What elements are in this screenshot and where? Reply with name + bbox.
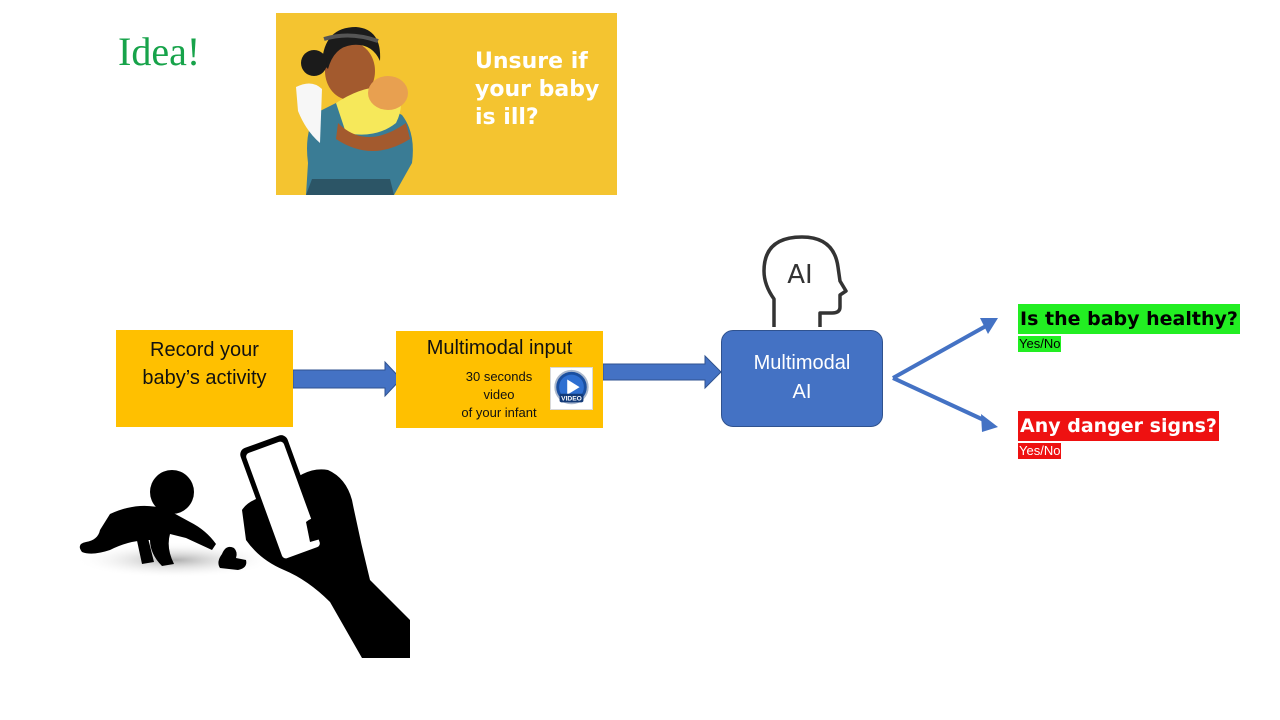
arrow-to-danger-head bbox=[981, 414, 998, 432]
video-icon-label: VIDEO bbox=[561, 395, 582, 402]
healthy-question-label: Is the baby healthy? bbox=[1018, 304, 1240, 334]
arrow-to-danger-line bbox=[892, 376, 987, 423]
multimodal-input-title: Multimodal input bbox=[426, 337, 573, 359]
multimodal-input-description: 30 seconds video of your infant bbox=[436, 368, 562, 422]
ai-box-line: AI bbox=[792, 381, 812, 403]
banner-line: is ill? bbox=[475, 105, 539, 130]
mother-holding-baby-icon bbox=[296, 27, 413, 195]
arrow-record-to-input bbox=[292, 360, 402, 398]
healthy-answer-label: Yes/No bbox=[1018, 336, 1062, 352]
crawling-baby-silhouette-icon bbox=[79, 470, 247, 570]
danger-answer-label: Yes/No bbox=[1018, 443, 1062, 459]
record-line: baby’s activity bbox=[142, 367, 267, 389]
record-activity-box: Record your baby’s activity bbox=[116, 330, 293, 427]
description-line: 30 seconds bbox=[465, 369, 533, 384]
banner-line: your baby bbox=[475, 77, 600, 102]
multimodal-ai-box: Multimodal AI bbox=[721, 330, 883, 427]
baby-and-phone-illustration bbox=[75, 435, 410, 658]
danger-question-label: Any danger signs? bbox=[1018, 411, 1219, 441]
banner-image bbox=[276, 13, 617, 195]
ai-head-icon: AI bbox=[762, 235, 848, 327]
arrow-to-healthy-line bbox=[892, 324, 987, 380]
description-line: video bbox=[483, 387, 515, 402]
banner-text: Unsure if your baby is ill? bbox=[475, 48, 615, 132]
hand-holding-phone-icon bbox=[240, 435, 410, 658]
record-line: Record your bbox=[150, 339, 259, 361]
ai-box-line: Multimodal bbox=[753, 352, 851, 374]
arrow-input-to-ai bbox=[602, 354, 722, 390]
video-play-icon: VIDEO bbox=[550, 367, 593, 410]
description-line: of your infant bbox=[461, 405, 537, 420]
ai-head-label: AI bbox=[787, 260, 812, 290]
arrow-to-healthy-head bbox=[980, 318, 998, 334]
page-title: Idea! bbox=[118, 29, 201, 74]
banner-line: Unsure if bbox=[475, 49, 588, 74]
